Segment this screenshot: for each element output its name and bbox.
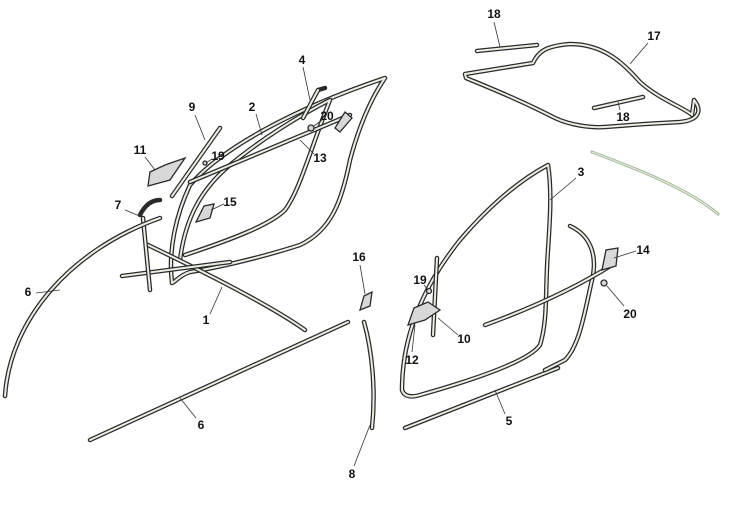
part-6-roof-drip-arc[interactable] bbox=[2, 215, 163, 399]
callout-3[interactable]: 3 bbox=[577, 165, 585, 179]
callout-14[interactable]: 14 bbox=[636, 243, 650, 257]
callout-16[interactable]: 16 bbox=[352, 250, 366, 264]
part-8-pillar-strip[interactable] bbox=[361, 319, 376, 431]
part-7-trim[interactable] bbox=[137, 197, 163, 293]
part-17-trunk-seal[interactable] bbox=[462, 41, 701, 130]
callout-13[interactable]: 13 bbox=[313, 151, 327, 165]
part-19-clip-left[interactable] bbox=[202, 160, 208, 166]
callout-1[interactable]: 1 bbox=[202, 313, 210, 327]
part-15-bracket[interactable] bbox=[194, 203, 215, 224]
part-20-clip-right[interactable] bbox=[600, 279, 608, 287]
callout-19[interactable]: 19 bbox=[413, 273, 427, 287]
part-10-strip[interactable] bbox=[430, 255, 440, 338]
sill-strip-left[interactable] bbox=[119, 259, 233, 279]
callout-5[interactable]: 5 bbox=[505, 414, 513, 428]
part-14-rear-seal[interactable] bbox=[482, 223, 619, 373]
part-16-bracket[interactable] bbox=[359, 290, 373, 312]
callout-17[interactable]: 17 bbox=[647, 29, 661, 43]
callout-7[interactable]: 7 bbox=[114, 198, 122, 212]
callout-10[interactable]: 10 bbox=[457, 332, 471, 346]
part-1-belt-strip[interactable] bbox=[145, 242, 308, 333]
part-9-strip[interactable] bbox=[169, 125, 223, 199]
callout-6[interactable]: 6 bbox=[197, 418, 205, 432]
callout-20[interactable]: 20 bbox=[623, 307, 637, 321]
part-5-sill-strip[interactable] bbox=[402, 365, 561, 431]
callout-2[interactable]: 2 bbox=[248, 100, 256, 114]
callout-19[interactable]: 19 bbox=[211, 149, 225, 163]
callout-20[interactable]: 20 bbox=[320, 109, 334, 123]
leader-lines bbox=[35, 21, 649, 467]
part-12-bracket[interactable] bbox=[406, 301, 442, 326]
callout-15[interactable]: 15 bbox=[223, 195, 237, 209]
part-18-strip-upper[interactable] bbox=[474, 42, 540, 54]
part-3-right-door-frame-seal[interactable] bbox=[399, 162, 553, 399]
callout-11[interactable]: 11 bbox=[133, 143, 147, 157]
roof-trim-strip[interactable] bbox=[590, 150, 720, 216]
callout-4[interactable]: 4 bbox=[298, 53, 306, 67]
part-13-channel[interactable] bbox=[187, 112, 353, 185]
part-20-clip-left[interactable] bbox=[307, 111, 353, 133]
part-2-left-door-frame-seal[interactable] bbox=[168, 75, 388, 286]
part-6-sill-strip[interactable] bbox=[87, 319, 351, 443]
part-4-trim[interactable] bbox=[300, 85, 328, 121]
part-11-bracket[interactable] bbox=[147, 156, 187, 187]
callout-6[interactable]: 6 bbox=[24, 285, 32, 299]
callout-18[interactable]: 18 bbox=[616, 110, 630, 124]
callout-9[interactable]: 9 bbox=[188, 100, 196, 114]
callout-12[interactable]: 12 bbox=[405, 353, 419, 367]
callout-18[interactable]: 18 bbox=[487, 7, 501, 21]
callout-8[interactable]: 8 bbox=[348, 467, 356, 481]
